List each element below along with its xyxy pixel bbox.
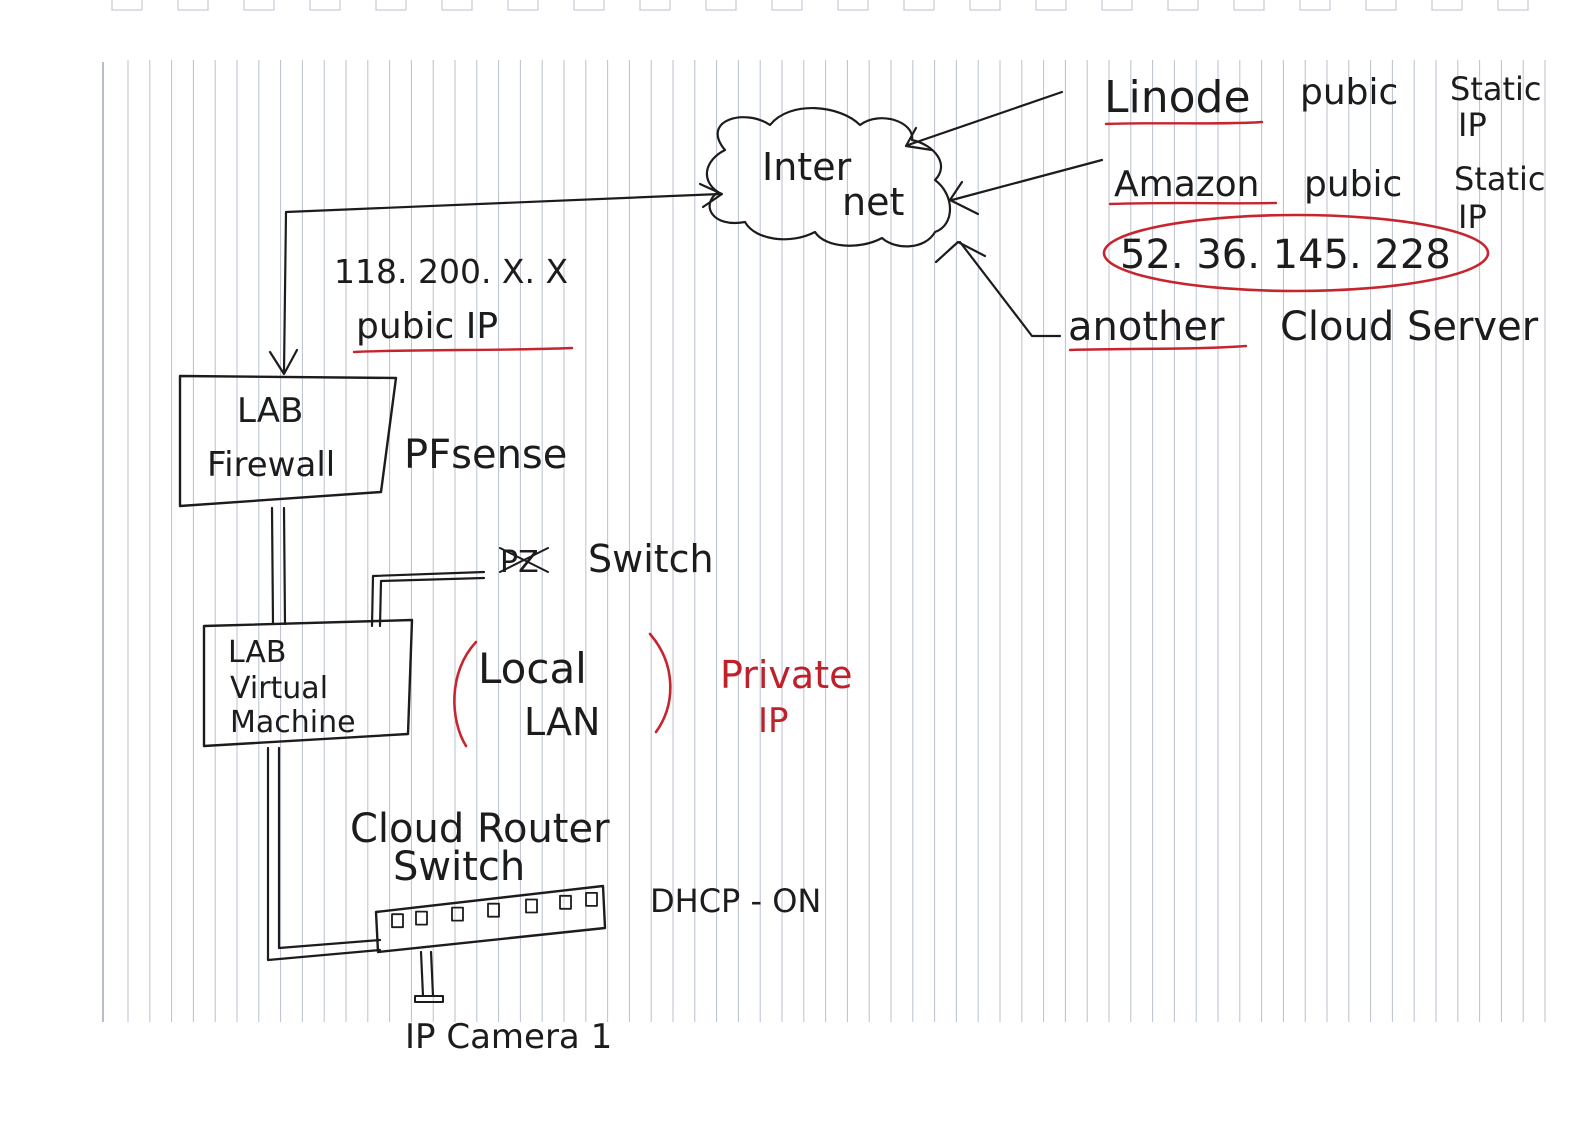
firewall-internet-link	[282, 192, 722, 374]
lan-right-bracket	[648, 632, 672, 734]
linode-static-line1: Static	[1450, 70, 1542, 108]
page-tab	[969, 0, 1001, 11]
router-label-line1: Cloud Router	[350, 806, 610, 852]
another-label: another	[1068, 304, 1225, 350]
router-ports	[391, 892, 598, 929]
arrow-to-firewall	[268, 348, 299, 376]
amazon-ip-circle	[1102, 213, 1490, 293]
page-tab	[1233, 0, 1265, 11]
page-tab	[1101, 0, 1133, 11]
public-ip-underline	[352, 346, 574, 354]
firewall-label-line1: LAB	[237, 391, 303, 431]
router-port	[487, 902, 500, 918]
amazon-ip-address: 52. 36. 145. 228	[1120, 232, 1451, 278]
internet-label-line2: net	[842, 180, 904, 224]
cloud-server-arrow	[958, 240, 1062, 338]
scribble-strike	[499, 547, 549, 573]
amazon-underline	[1108, 201, 1278, 206]
amazon-name: Amazon	[1114, 164, 1260, 205]
linode-underline	[1104, 120, 1264, 126]
page-tab	[111, 0, 143, 11]
vm-label-line3: Machine	[230, 705, 356, 740]
vm-switch-link	[370, 570, 486, 628]
page-tab	[309, 0, 341, 11]
camera-connector	[414, 995, 444, 1003]
another-underline	[1068, 344, 1248, 352]
vm-label-line2: Virtual	[230, 671, 328, 706]
arrow-to-internet	[698, 182, 724, 209]
vm-label-line1: LAB	[228, 635, 287, 670]
linode-arrow-head	[904, 126, 934, 152]
page-tab	[177, 0, 209, 11]
page-tab	[639, 0, 671, 11]
page-top-tabs	[111, 0, 1529, 11]
lan-label-line1: Local	[478, 644, 587, 693]
router-label-line2: Switch	[393, 844, 525, 890]
page-tab	[1497, 0, 1529, 11]
amazon-static-line2: IP	[1458, 198, 1487, 236]
page-tab	[903, 0, 935, 11]
vm-box	[202, 618, 414, 748]
page-tab	[1035, 0, 1067, 11]
pfsense-label: PFsense	[404, 432, 567, 478]
linode-static-line2: IP	[1458, 106, 1487, 144]
router-port	[525, 898, 538, 914]
linode-ip-label: pubic	[1300, 72, 1398, 113]
page-tab	[243, 0, 275, 11]
page-tab	[1167, 0, 1199, 11]
amazon-static-line1: Static	[1454, 160, 1546, 198]
lan-label-line2: LAN	[524, 700, 600, 744]
public-ip-label: pubic IP	[356, 306, 498, 347]
dhcp-status: DHCP - ON	[650, 882, 821, 920]
page-tab	[1299, 0, 1331, 11]
cloud-server-arrow-head	[934, 240, 987, 264]
notebook-rule-lines	[127, 60, 1546, 1022]
page-tab	[1431, 0, 1463, 11]
internet-cloud-shape	[705, 106, 951, 248]
router-port	[415, 910, 428, 926]
page-tab	[1365, 0, 1397, 11]
internet-label-line1: Inter	[762, 145, 852, 189]
page-tab	[771, 0, 803, 11]
switch-label: Switch	[588, 537, 714, 581]
cloud-server-label: Cloud Server	[1280, 304, 1539, 350]
router-port	[559, 894, 572, 910]
camera-cable	[419, 950, 435, 998]
router-port	[451, 906, 464, 922]
page-tab	[705, 0, 737, 11]
page-tab	[837, 0, 869, 11]
router-port	[585, 892, 598, 907]
amazon-arrow	[950, 158, 1104, 202]
public-ip-address: 118. 200. X. X	[334, 252, 568, 291]
page-tab	[573, 0, 605, 11]
router-port	[391, 913, 404, 929]
page-tab	[507, 0, 539, 11]
lan-left-bracket	[453, 640, 478, 748]
private-ip-line1: Private	[720, 653, 852, 697]
page-tab	[375, 0, 407, 11]
firewall-vm-link	[270, 506, 287, 626]
camera-label: IP Camera 1	[405, 1017, 612, 1057]
page-tab	[441, 0, 473, 11]
vm-router-link	[266, 746, 382, 962]
router-device	[374, 884, 607, 954]
firewall-box	[178, 374, 398, 508]
private-ip-line2: IP	[758, 701, 789, 741]
firewall-label-line2: Firewall	[207, 445, 335, 485]
amazon-ip-label: pubic	[1304, 164, 1402, 205]
amazon-arrow-head	[948, 180, 980, 216]
linode-name: Linode	[1104, 72, 1251, 123]
linode-arrow	[906, 90, 1064, 147]
